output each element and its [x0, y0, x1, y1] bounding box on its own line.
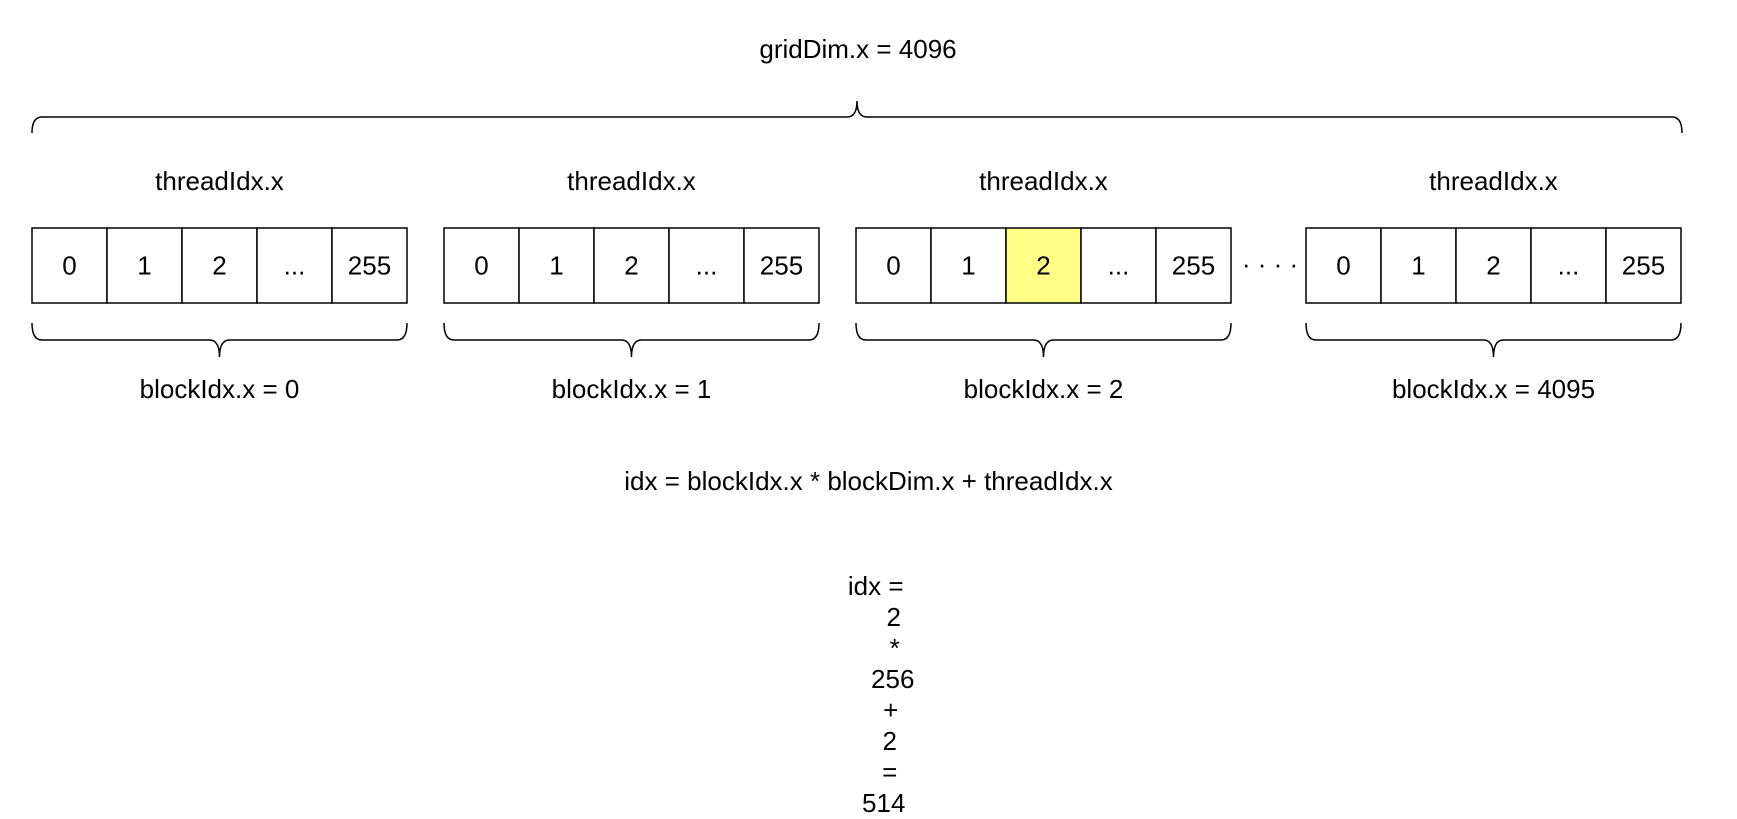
- formula-prefix: idx =: [847, 571, 904, 601]
- thread-idx-label: threadIdx.x: [1429, 166, 1558, 196]
- thread-cell-label: 1: [549, 251, 563, 281]
- thread-cell: [106, 227, 183, 304]
- thread-cell-label: 255: [1172, 251, 1215, 281]
- thread-cell: [518, 227, 595, 304]
- formula-dim-value: 256: [871, 664, 915, 694]
- thread-cell: [31, 227, 108, 304]
- thread-cell-label: 1: [137, 251, 151, 281]
- thread-block-0: threadIdx.x 0 1 2... 255 blockIdx.x = 0: [31, 166, 408, 404]
- thread-cell: [1530, 227, 1607, 304]
- thread-cell-label: 0: [1336, 251, 1350, 281]
- block-idx-label: blockIdx.x = 4095: [1392, 374, 1595, 404]
- thread-cell: [181, 227, 258, 304]
- thread-cell: [443, 227, 520, 304]
- thread-cell: [1605, 227, 1682, 304]
- cuda-thread-index-diagram: gridDim.x = 4096 threadIdx.x 0 1 2... 255 blo…: [31, 34, 1683, 404]
- block-brace: [1305, 322, 1682, 358]
- formula-block-value: 2: [886, 602, 901, 632]
- block-brace: [855, 322, 1232, 358]
- thread-cell-label: 2: [212, 251, 226, 281]
- thread-block-2: threadIdx.x 0 1 2... 255 blockIdx.x = 2: [855, 166, 1232, 404]
- formula-thread-value: 2: [882, 726, 897, 756]
- thread-cell-label: 2: [624, 251, 638, 281]
- block-idx-label: blockIdx.x = 0: [140, 374, 300, 404]
- thread-cell: [1305, 227, 1382, 304]
- thread-cell-label: ...: [696, 251, 718, 281]
- formula-result: 514: [862, 788, 906, 818]
- thread-cell-label: 255: [1622, 251, 1665, 281]
- grid-dim-label: gridDim.x = 4096: [759, 34, 956, 64]
- block-idx-label: blockIdx.x = 2: [964, 374, 1124, 404]
- thread-cell: [331, 227, 408, 304]
- index-formula-example: idx = 2 * 256 + 2 = 514: [0, 540, 1737, 819]
- thread-idx-label: threadIdx.x: [979, 166, 1108, 196]
- thread-cell-label: 2: [1036, 251, 1050, 281]
- thread-cell-label: 1: [1411, 251, 1425, 281]
- grid-brace: [31, 100, 1683, 134]
- blocks-ellipsis: · · · ·: [1242, 249, 1298, 279]
- thread-cell-highlighted: [1005, 227, 1082, 304]
- thread-cell: [593, 227, 670, 304]
- thread-cell-label: ...: [284, 251, 306, 281]
- thread-cell-label: 255: [760, 251, 803, 281]
- thread-cell-label: 255: [348, 251, 391, 281]
- block-brace: [31, 322, 408, 358]
- thread-cell-label: ...: [1108, 251, 1130, 281]
- thread-cell: [1080, 227, 1157, 304]
- thread-cell-label: ...: [1558, 251, 1580, 281]
- thread-block-3: threadIdx.x 0 1 2... 255 blockIdx.x = 4095: [1305, 166, 1682, 404]
- index-formula: idx = blockIdx.x * blockDim.x + threadId…: [624, 466, 1113, 496]
- thread-cell-label: 1: [961, 251, 975, 281]
- thread-cell: [743, 227, 820, 304]
- thread-idx-label: threadIdx.x: [567, 166, 696, 196]
- thread-cell-label: 2: [1486, 251, 1500, 281]
- thread-idx-label: threadIdx.x: [155, 166, 284, 196]
- thread-cell: [1455, 227, 1532, 304]
- thread-cell-label: 0: [62, 251, 76, 281]
- thread-cell: [1155, 227, 1232, 304]
- formula-plus: +: [883, 695, 899, 725]
- thread-cell-label: 0: [474, 251, 488, 281]
- thread-cell: [1380, 227, 1457, 304]
- block-idx-label: blockIdx.x = 1: [552, 374, 712, 404]
- thread-block-1: threadIdx.x 0 1 2... 255 blockIdx.x = 1: [443, 166, 820, 404]
- thread-cell: [668, 227, 745, 304]
- formula-times: *: [889, 633, 900, 663]
- block-brace: [443, 322, 820, 358]
- formula-equals: =: [882, 757, 898, 787]
- thread-cell-label: 0: [886, 251, 900, 281]
- thread-cell: [930, 227, 1007, 304]
